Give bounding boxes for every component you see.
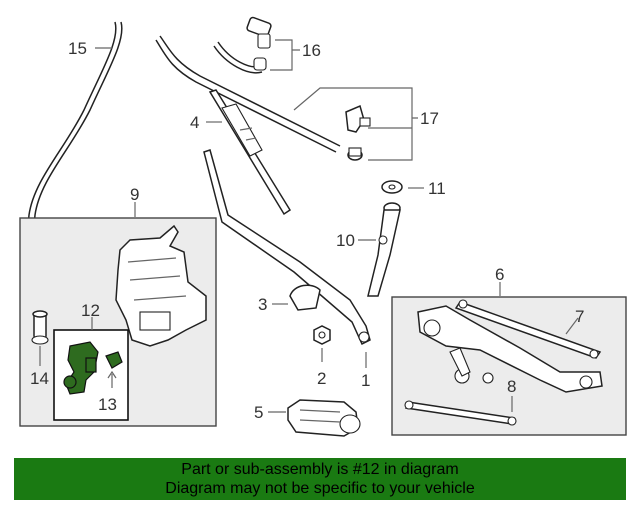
callout-6[interactable]: 6 xyxy=(495,265,504,284)
callout-8[interactable]: 8 xyxy=(507,377,516,396)
parts-diagram: 15 16 17 4 1 3 xyxy=(19,16,627,437)
callout-11[interactable]: 11 xyxy=(428,179,446,198)
wiper-blade-4[interactable] xyxy=(208,89,292,216)
callout-14[interactable]: 14 xyxy=(30,369,49,388)
callout-9[interactable]: 9 xyxy=(130,185,139,204)
washer-pump-12[interactable] xyxy=(63,341,99,395)
leader-13 xyxy=(107,370,117,388)
linkage-7[interactable] xyxy=(454,299,602,359)
callout-15[interactable]: 15 xyxy=(68,39,87,58)
arm-cap-3[interactable] xyxy=(289,284,321,311)
leader-16 xyxy=(270,39,300,71)
nut-2[interactable] xyxy=(313,325,331,345)
callout-2[interactable]: 2 xyxy=(317,369,326,388)
grommet-13[interactable] xyxy=(105,351,123,369)
wiper-motor-5[interactable] xyxy=(287,399,361,437)
wiper-arm-1[interactable] xyxy=(203,149,371,346)
washer-hose-17[interactable] xyxy=(155,35,371,161)
filler-neck-10[interactable] xyxy=(367,202,401,297)
washer-ring-11[interactable] xyxy=(381,180,403,194)
callout-4[interactable]: 4 xyxy=(190,113,199,132)
nozzle-hose-16[interactable] xyxy=(213,16,272,74)
info-banner: Part or sub-assembly is #12 in diagram D… xyxy=(14,458,626,500)
leader-7 xyxy=(565,317,579,335)
grommet-14[interactable] xyxy=(31,310,49,345)
callout-5[interactable]: 5 xyxy=(254,403,263,422)
callout-16[interactable]: 16 xyxy=(302,41,321,60)
callout-7[interactable]: 7 xyxy=(575,307,584,326)
callout-12[interactable]: 12 xyxy=(81,301,100,320)
callout-3[interactable]: 3 xyxy=(258,295,267,314)
banner-line-1: Part or sub-assembly is #12 in diagram xyxy=(181,461,459,478)
callout-13[interactable]: 13 xyxy=(98,395,117,414)
banner-line-2: Diagram may not be specific to your vehi… xyxy=(165,480,475,497)
callout-1[interactable]: 1 xyxy=(361,371,370,390)
linkage-8[interactable] xyxy=(404,400,517,426)
callout-10[interactable]: 10 xyxy=(336,231,355,250)
callout-17[interactable]: 17 xyxy=(420,109,439,128)
leader-17 xyxy=(293,87,418,161)
washer-reservoir[interactable] xyxy=(115,224,207,347)
linkage-assembly[interactable] xyxy=(417,305,603,393)
